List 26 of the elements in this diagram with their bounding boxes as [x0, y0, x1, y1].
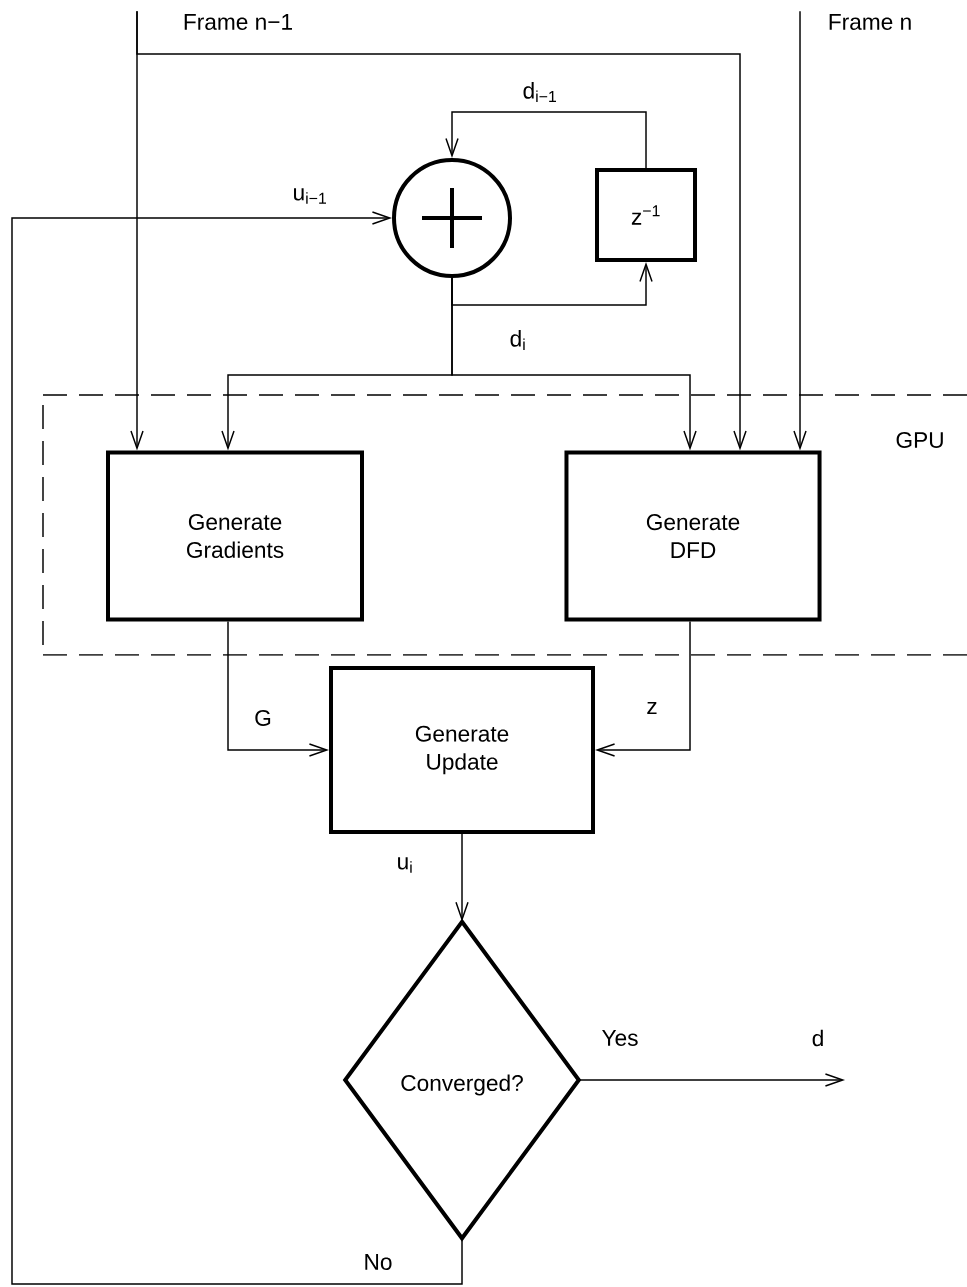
process-box: Generate DFD [564, 450, 822, 622]
text-label: No [365, 1254, 392, 1270]
input-label: Frame n−1 [184, 14, 292, 30]
arrow [136, 10, 747, 451]
arrow [455, 833, 469, 922]
edge-label: u$_{i−1}$ [291, 186, 329, 206]
arrow [11, 211, 463, 1285]
edge-label: z [645, 700, 659, 716]
arrow [578, 1073, 845, 1087]
text-label: d [812, 1029, 823, 1047]
input-label: Frame n [829, 14, 911, 30]
arrow [451, 277, 697, 451]
summing-junction [392, 158, 512, 278]
edge-label: G [252, 708, 274, 728]
arrow [445, 111, 647, 169]
edge-label: u$_{i}$ [395, 855, 415, 875]
edge-label: d$_{i}$ [508, 328, 528, 352]
process-box: z$^{−1}$ [595, 168, 697, 262]
arrow [227, 620, 329, 757]
process-box: Generate Update [329, 666, 595, 834]
arrow [793, 10, 807, 451]
edge-label: d$_{i−1}$ [521, 80, 559, 104]
edge-label: Yes [600, 1028, 640, 1048]
arrow [595, 620, 691, 757]
arrow [451, 262, 653, 306]
process-box: Generate Gradients [106, 450, 364, 622]
